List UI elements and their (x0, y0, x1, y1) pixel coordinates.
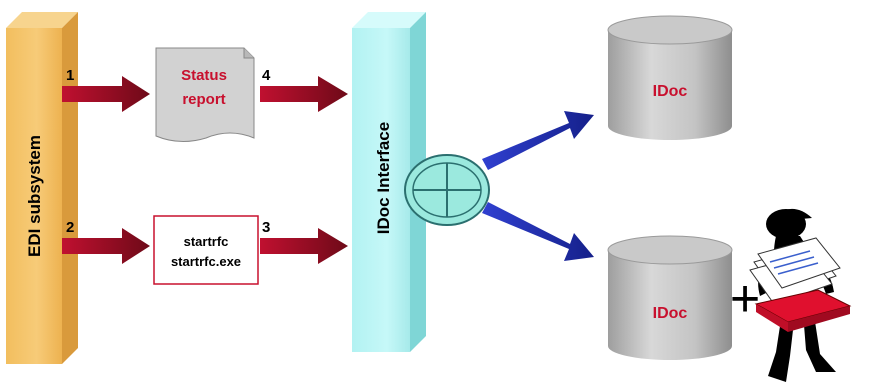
step-number-4: 4 (262, 67, 271, 84)
person-carrying-documents-icon (749, 208, 852, 382)
arrow-4 (260, 76, 348, 112)
idoc-database-bottom: IDoc (607, 235, 733, 360)
status-report-document: Status report (155, 47, 255, 142)
idoc-interface-bar: IDoc Interface (352, 12, 426, 352)
arrow-3 (260, 228, 348, 264)
status-report-line-1: Status (181, 67, 227, 84)
step-number-2: 2 (66, 219, 74, 236)
status-report-line-2: report (182, 91, 225, 108)
plus-sign: + (730, 270, 760, 328)
startrfc-line-1: startrfc (184, 234, 229, 249)
plus-sign-glyph: + (730, 270, 760, 328)
arrow-to-idoc-db-top (482, 111, 594, 170)
edi-subsystem-label: EDI subsystem (25, 135, 44, 257)
startrfc-line-2: startrfc.exe (171, 254, 241, 269)
interface-router-icon (404, 154, 490, 226)
arrow-2 (62, 228, 150, 264)
startrfc-box: startrfc startrfc.exe (153, 215, 259, 285)
step-number-1: 1 (66, 67, 74, 84)
edi-subsystem-bar: EDI subsystem (6, 12, 78, 364)
idoc-database-top-label: IDoc (653, 83, 688, 100)
arrow-1 (62, 76, 150, 112)
step-number-3: 3 (262, 219, 270, 236)
idoc-database-bottom-label: IDoc (653, 305, 688, 322)
idoc-interface-label: IDoc Interface (374, 122, 393, 234)
idoc-database-top: IDoc (607, 15, 733, 140)
arrow-to-idoc-db-bottom (482, 202, 594, 261)
